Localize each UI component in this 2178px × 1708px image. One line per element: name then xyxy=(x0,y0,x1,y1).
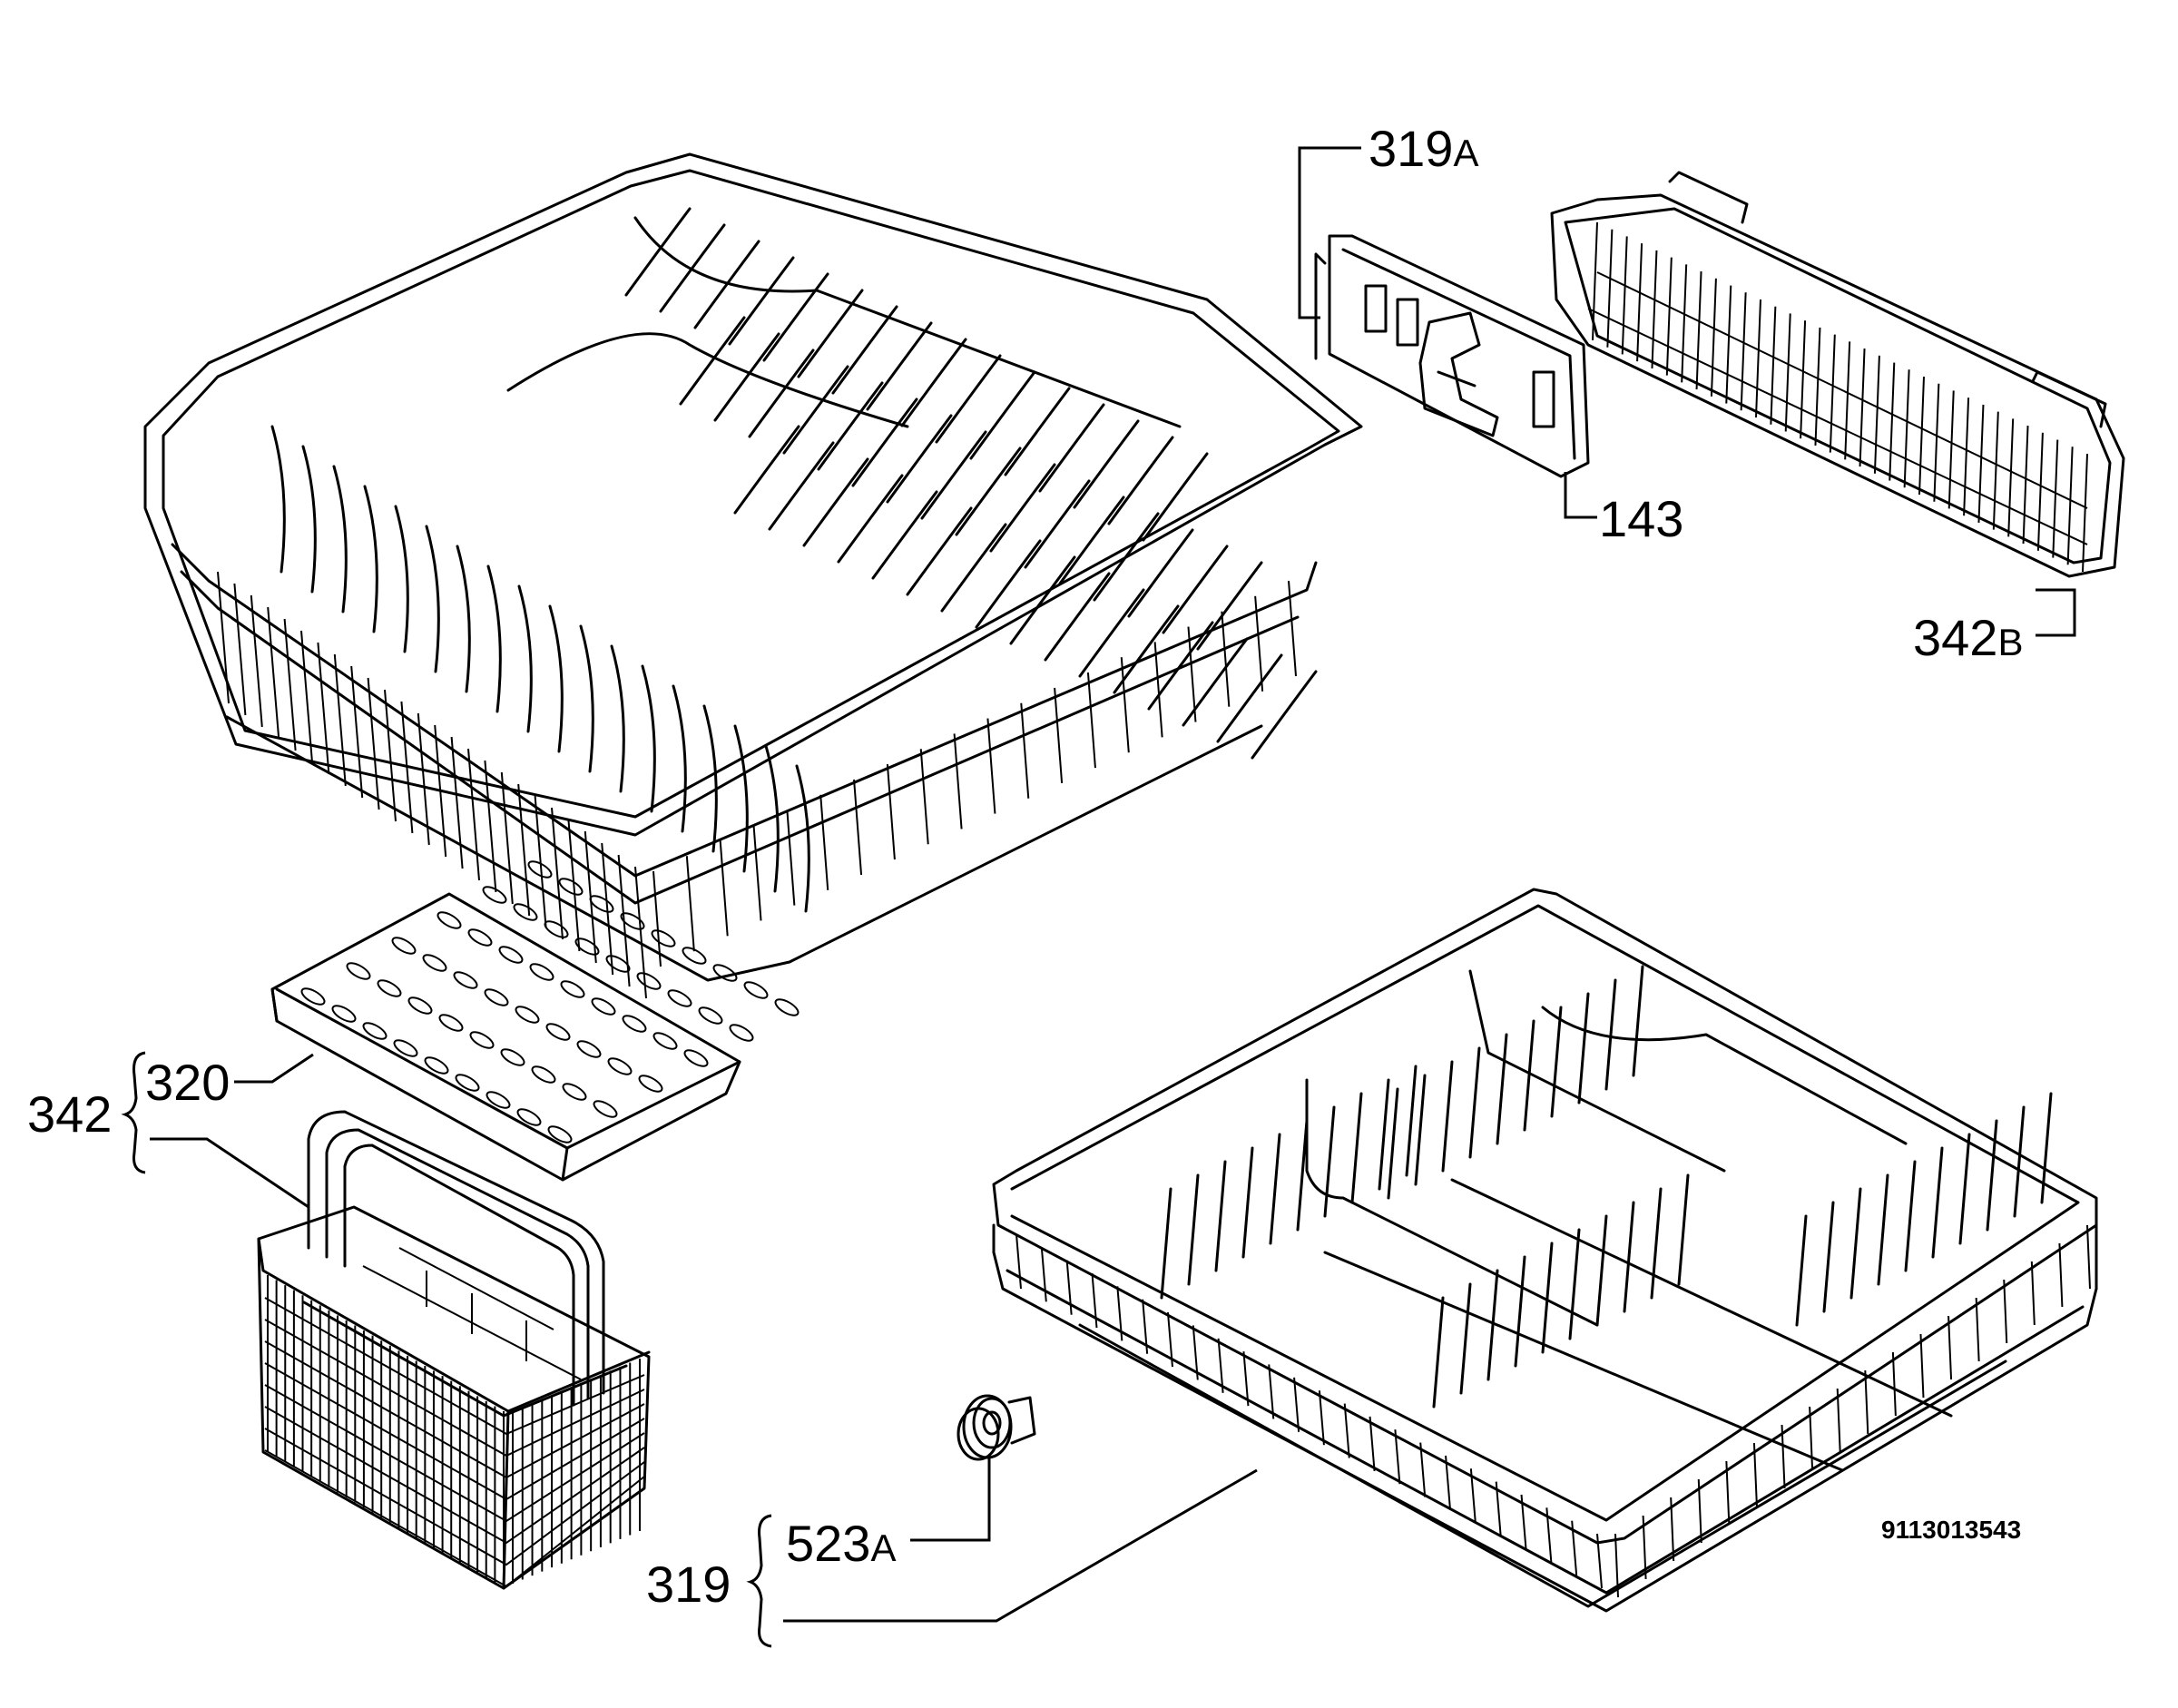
grid-slot xyxy=(438,1014,464,1032)
lower-basket-drawing xyxy=(992,888,2098,1613)
grid-slot xyxy=(407,996,433,1015)
grid-slot xyxy=(498,946,524,964)
grid-slot xyxy=(527,860,553,879)
grid-slot xyxy=(437,911,462,929)
grid-slot xyxy=(482,886,507,904)
grid-slot xyxy=(391,937,417,955)
grid-slot xyxy=(605,955,631,973)
grid-slot xyxy=(698,1006,723,1025)
grid-slot xyxy=(300,987,326,1006)
grid-slot xyxy=(346,962,371,980)
grid-slot xyxy=(422,954,447,972)
grid-slot xyxy=(500,1048,525,1066)
grid-slot xyxy=(638,1075,663,1093)
grid-slot xyxy=(683,1049,709,1067)
grid-slot xyxy=(529,963,554,981)
label-342b: 342B xyxy=(1913,609,2023,666)
grid-slot xyxy=(591,997,616,1016)
grid-slot xyxy=(545,1023,571,1041)
label-342: 342 xyxy=(27,1085,112,1143)
brace-342 xyxy=(121,1051,146,1174)
grid-slot xyxy=(636,972,662,990)
grid-slot xyxy=(513,903,538,921)
grid-slot xyxy=(607,1057,633,1075)
grid-slot xyxy=(576,1040,602,1058)
label-320: 320 xyxy=(145,1054,230,1111)
grid-slot xyxy=(377,979,402,997)
drawing-code: 9113013543 xyxy=(1881,1516,2021,1544)
label-523a: 523A xyxy=(786,1515,896,1572)
grid-slot xyxy=(562,1083,587,1101)
grid-slot xyxy=(682,947,707,965)
grid-slot xyxy=(652,1032,678,1050)
grid-slot xyxy=(544,920,569,938)
grid-slot xyxy=(331,1005,357,1023)
grid-slot xyxy=(622,1015,647,1033)
grid-slot xyxy=(558,878,584,896)
grid-slot xyxy=(453,971,478,989)
grid-slot xyxy=(651,929,676,947)
grid-slot xyxy=(712,964,738,982)
cup-shelf-drawing xyxy=(1550,171,2125,578)
grid-slot xyxy=(729,1024,754,1042)
grid-slot xyxy=(516,1108,542,1126)
grid-slot xyxy=(486,1091,511,1109)
label-319a: 319A xyxy=(1369,120,1478,177)
rack-wheel-drawing xyxy=(957,1394,1036,1461)
cutlery-basket-drawing xyxy=(257,1110,651,1590)
grid-slot xyxy=(547,1125,573,1144)
upper-basket-drawing xyxy=(143,152,1363,999)
grid-slot xyxy=(774,998,800,1016)
grid-slot xyxy=(484,988,509,1006)
grid-slot xyxy=(589,895,614,913)
grid-slot xyxy=(531,1065,556,1084)
leader-lines xyxy=(150,146,2076,1623)
grid-slot xyxy=(515,1006,540,1024)
grid-slot xyxy=(467,928,493,947)
grid-slot xyxy=(667,989,692,1007)
rail-bracket-drawing xyxy=(1314,234,1590,478)
grid-slot xyxy=(362,1022,388,1040)
grid-slot xyxy=(560,980,585,998)
grid-slot xyxy=(593,1100,618,1118)
grid-slot xyxy=(743,981,769,999)
grid-slot xyxy=(455,1074,480,1092)
grid-slot xyxy=(620,912,645,930)
label-143: 143 xyxy=(1599,490,1683,547)
grid-slot xyxy=(424,1056,449,1075)
grid-slot xyxy=(574,937,600,956)
cutlery-grid-drawing xyxy=(270,860,800,1182)
grid-slot xyxy=(469,1031,495,1049)
brace-319 xyxy=(746,1514,772,1648)
grid-slot xyxy=(393,1039,418,1057)
label-319: 319 xyxy=(646,1556,731,1613)
